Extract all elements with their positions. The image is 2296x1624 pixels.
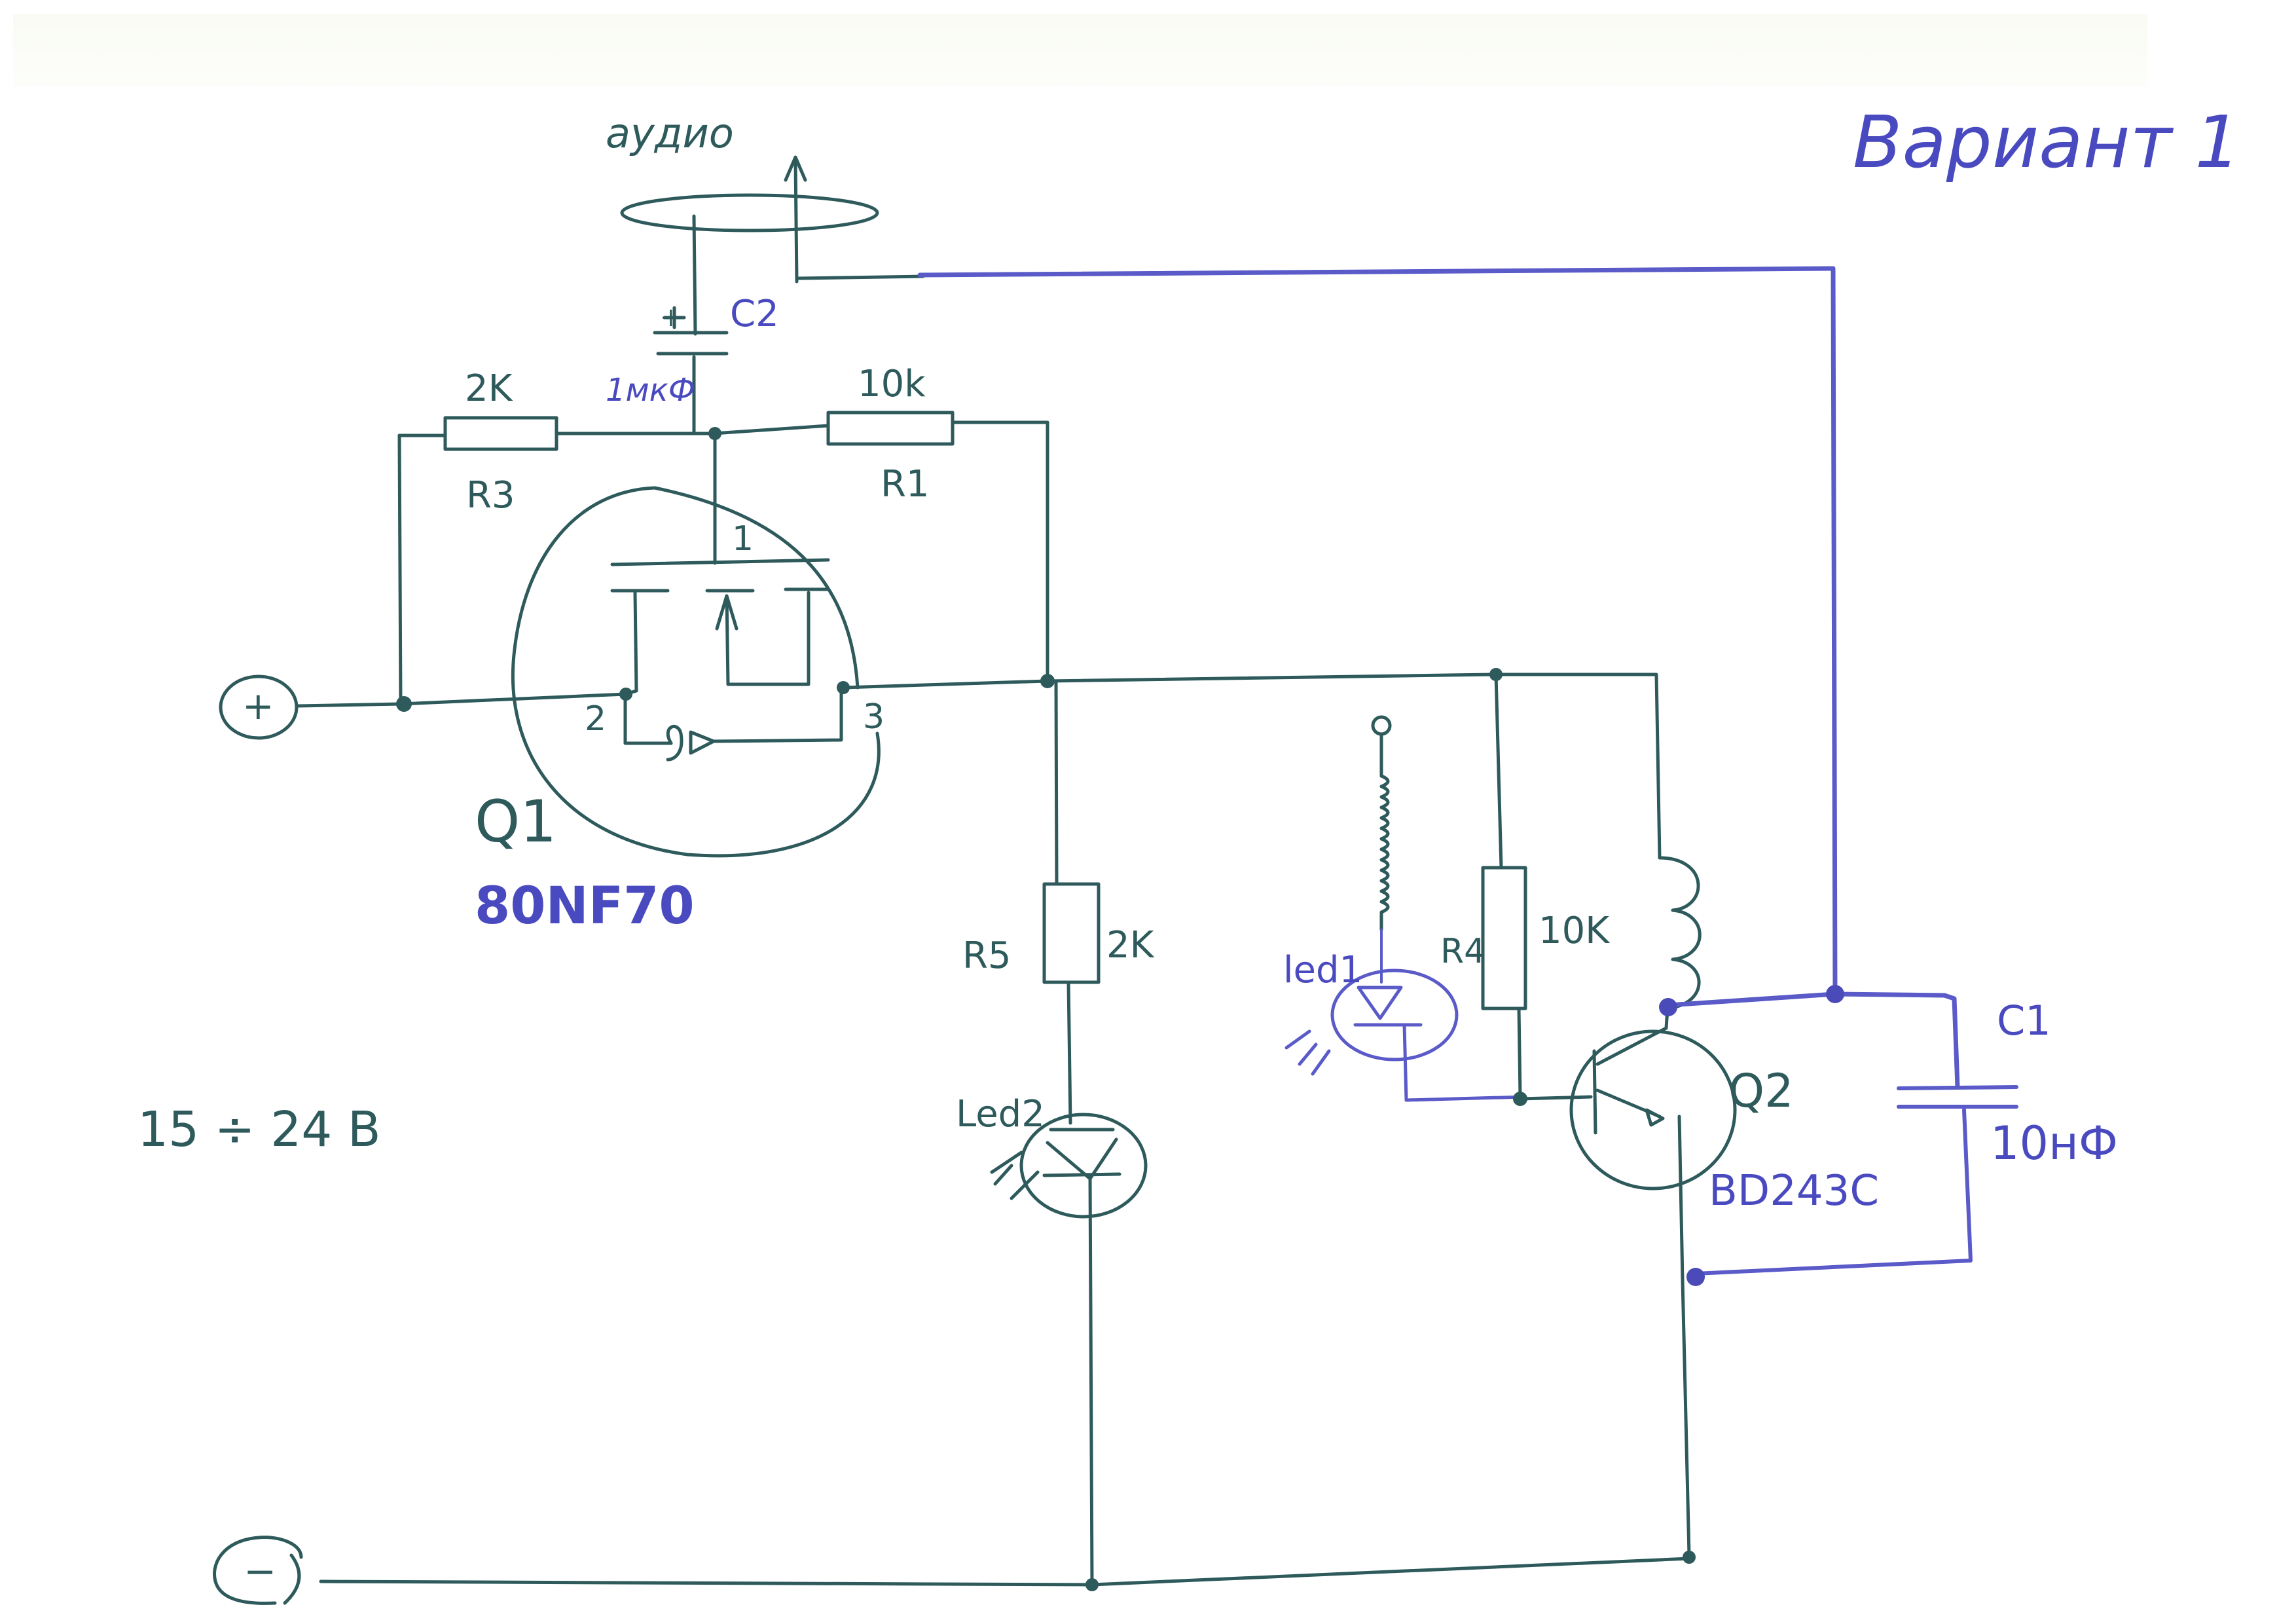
scan-edge [13,14,2147,86]
resistor-r3 [397,416,716,706]
junction-q2-emitter [1686,1268,1705,1286]
r5-label: R5 [962,934,1011,977]
audio-return-wire [917,266,1838,998]
r4-label: R4 [1440,932,1485,971]
supply-voltage-note: 15 ÷ 24 В [137,1101,381,1158]
r4-value: 10K [1539,910,1610,952]
q1-pin-gate: 1 [732,519,754,559]
r3-value: 2K [465,367,513,410]
c2-polarity: + [660,303,682,333]
junction-r1-r5 [1040,674,1055,688]
r1-value: 10k [858,363,926,405]
led1 [1285,929,1527,1102]
q1-pin-drain: 2 [585,699,606,739]
junction-q2-collector [1659,998,1677,1016]
ground-rail [319,1557,1691,1587]
title: Вариант 1 [1853,100,2241,184]
plus-terminal-label: + [242,684,274,728]
led2-label: Led2 [956,1093,1045,1135]
junction-audio-collector [1826,985,1844,1003]
resistor-r4 [1481,673,1527,1099]
capacitor-c1 [1694,1085,2018,1276]
r3-label: R3 [466,474,515,517]
c1-value: 10нФ [1990,1116,2118,1170]
resistor-r5 [1042,679,1101,1125]
junction-q2-ground [1683,1551,1696,1564]
junction-plus-r3 [396,696,412,712]
mosfet-q1 [511,432,881,858]
r1-label: R1 [881,463,930,506]
plus-rail [296,692,628,708]
collector-wire [1666,991,1960,1090]
resistor-r1 [712,411,1049,683]
c2-value: 1мкФ [606,372,695,409]
capacitor-c2 [653,306,729,434]
q2-label: Q2 [1728,1064,1794,1118]
source-rail [841,673,1662,860]
q1-label: Q1 [475,788,556,855]
minus-terminal-label: − [244,1549,276,1595]
plus-terminal [219,674,299,740]
audio-output-connector [620,155,925,336]
c1-label: C1 [1997,997,2051,1044]
minus-terminal [213,1535,303,1605]
coil-antenna [1371,715,1392,932]
inductor [1658,856,1702,1017]
q2-part-number: BD243C [1709,1167,1879,1215]
q1-part-number: 80NF70 [475,877,695,936]
audio-label: аудио [606,109,734,157]
r5-value: 2K [1106,924,1155,967]
led2 [990,1113,1148,1587]
q1-pin-source: 3 [863,697,884,737]
c2-label: C2 [730,293,779,335]
junction-led2-ground [1085,1578,1099,1591]
led1-label: led1 [1283,949,1362,991]
